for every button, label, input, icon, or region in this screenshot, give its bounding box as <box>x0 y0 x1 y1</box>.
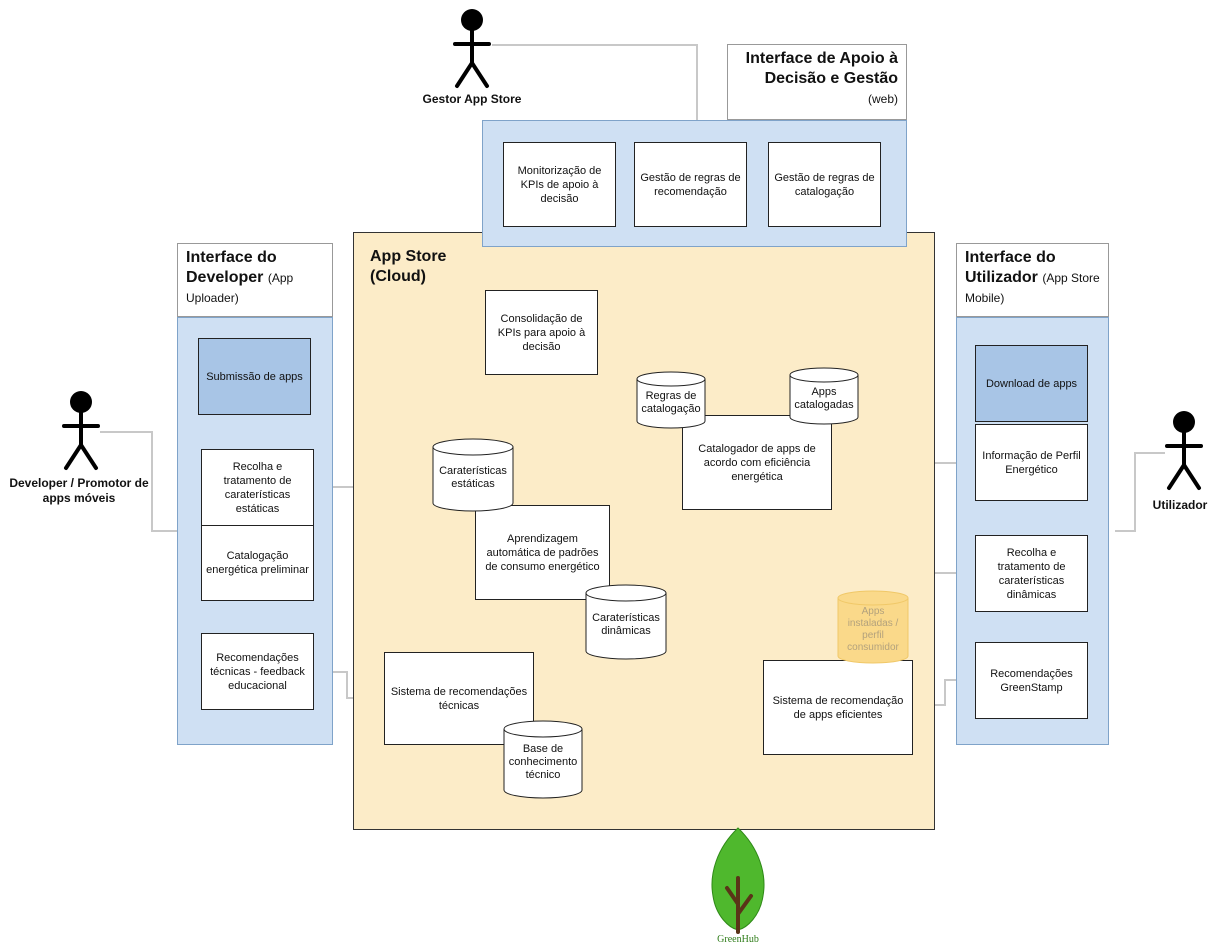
developer-header-title: Interface do Developer <box>186 249 277 286</box>
apoio-header-note: (web) <box>867 92 898 106</box>
developer-header: Interface do Developer (App Uploader) <box>177 243 333 317</box>
aprendizagem-box: Aprendizagem automática de padrões de co… <box>475 505 610 600</box>
cylinder-shape <box>432 438 514 512</box>
catalogador-box: Catalogador de apps de acordo com eficiê… <box>682 415 832 510</box>
utilizador-actor-icon <box>1165 411 1203 490</box>
submissao-box: Submissão de apps <box>198 338 311 415</box>
regras-catalogacao-db: Regras de catalogação <box>636 371 706 429</box>
apps-instaladas-db: Apps instaladas / perfil consumidor <box>837 590 909 664</box>
greenhub-logo-text: GreenHub <box>717 934 759 945</box>
gestao-catalogacao-box: Gestão de regras de catalogação <box>768 142 881 227</box>
developer-header-note: (App Uploader) <box>186 271 294 305</box>
apps-catalogadas-db: Apps catalogadas <box>789 367 859 425</box>
connector-gestor <box>492 44 698 120</box>
connector-utilizador <box>1115 452 1165 532</box>
recomendacoes-tecnicas-box: Recomendações técnicas - feedback educac… <box>201 633 314 710</box>
utilizador-label: Utilizador <box>1152 498 1208 512</box>
monitorizacao-box: Monitorização de KPIs de apoio à decisão <box>503 142 616 227</box>
download-box: Download de apps <box>975 345 1088 422</box>
regras-catalogacao-label: Regras de catalogação <box>641 390 701 415</box>
cylinder-shape <box>789 367 859 425</box>
gestor-label: Gestor App Store <box>422 92 522 106</box>
developer-actor-icon <box>62 391 100 470</box>
apps-catalogadas-label: Apps catalogadas <box>794 386 854 411</box>
cylinder-shape <box>636 371 706 429</box>
apoio-header-title: Interface de Apoio à Decisão e Gestão <box>745 50 898 87</box>
cylinder-shape <box>503 720 583 799</box>
cylinder-shape <box>837 590 909 664</box>
recolha-estaticas-box: Recolha e tratamento de caraterísticas e… <box>201 449 314 526</box>
utilizador-header-title: Interface do Utilizador <box>965 249 1056 286</box>
gestor-actor-icon <box>453 9 491 88</box>
apps-instaladas-label: Apps instaladas / perfil consumidor <box>847 606 899 653</box>
catalogacao-preliminar-box: Catalogação energética preliminar <box>201 525 314 601</box>
caracteristicas-dinamicas-db: Caraterísticas dinâmicas <box>585 584 667 660</box>
base-conhecimento-db: Base de conhecimento técnico <box>503 720 583 799</box>
utilizador-header-note: (App Store Mobile) <box>965 271 1100 305</box>
apoio-header: Interface de Apoio à Decisão e Gestão (w… <box>727 44 907 120</box>
base-conhecimento-label: Base de conhecimento técnico <box>508 743 578 781</box>
developer-label: Developer / Promotor de apps móveis <box>9 476 149 505</box>
gestao-recomendacao-box: Gestão de regras de recomendação <box>634 142 747 227</box>
recolha-dinamicas-box: Recolha e tratamento de caraterísticas d… <box>975 535 1088 612</box>
caracteristicas-estaticas-db: Caraterísticas estáticas <box>432 438 514 512</box>
greenstamp-box: Recomendações GreenStamp <box>975 642 1088 719</box>
utilizador-header: Interface do Utilizador (App Store Mobil… <box>956 243 1109 317</box>
app-store-cloud-title: App Store (Cloud) <box>370 248 447 285</box>
greenhub-logo-icon <box>711 827 765 934</box>
cylinder-shape <box>585 584 667 660</box>
sistema-eficientes-box: Sistema de recomendação de apps eficient… <box>763 660 913 755</box>
perfil-box: Informação de Perfil Energético <box>975 424 1088 501</box>
caracteristicas-dinamicas-label: Caraterísticas dinâmicas <box>592 612 660 637</box>
consolidacao-box: Consolidação de KPIs para apoio à decisã… <box>485 290 598 375</box>
caracteristicas-estaticas-label: Caraterísticas estáticas <box>439 465 507 490</box>
